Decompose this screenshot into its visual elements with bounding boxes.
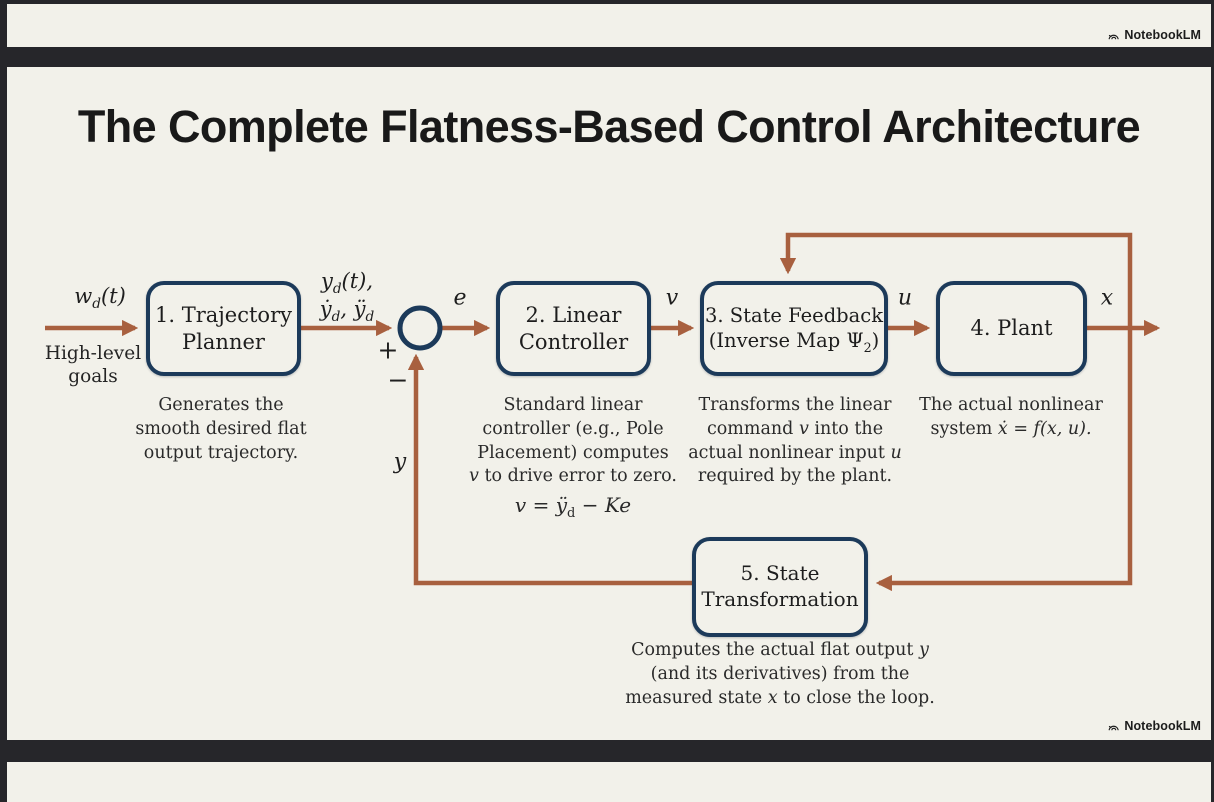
psi-subscript: 2 bbox=[863, 339, 872, 355]
block1-label-line2: Planner bbox=[182, 329, 265, 354]
block4-label: 4. Plant bbox=[970, 316, 1053, 341]
input-signal-label: wd(t) bbox=[74, 282, 126, 313]
input-caption-line2: goals bbox=[68, 365, 118, 387]
block5-label-line1: 5. State bbox=[740, 561, 820, 586]
x-signal-label: x bbox=[1100, 285, 1114, 311]
desc5-l1a: Computes the actual flat output bbox=[631, 640, 919, 660]
yd1-sub: d bbox=[332, 281, 342, 298]
wd-base: w bbox=[74, 284, 93, 308]
next-slide-fragment[interactable] bbox=[7, 762, 1211, 802]
block-state-transformation: 5. State Transformation bbox=[692, 537, 868, 637]
notebooklm-logo-icon bbox=[1108, 34, 1119, 39]
block2-label-line2: Controller bbox=[518, 329, 629, 354]
desc2-line1: Standard linear bbox=[503, 395, 643, 415]
desc-linear-controller: Standard linear controller (e.g., Pole P… bbox=[448, 394, 698, 522]
sum-plus-sign: + bbox=[377, 335, 399, 365]
desc3-u: u bbox=[890, 442, 902, 463]
desc4-line1: The actual nonlinear bbox=[919, 395, 1103, 415]
desc3-line4: required by the plant. bbox=[697, 466, 893, 487]
notebooklm-logo-icon bbox=[1108, 725, 1119, 730]
psi-symbol: Ψ bbox=[846, 328, 864, 352]
input-caption-line1: High-level bbox=[44, 343, 142, 364]
desc5-line2: (and its derivatives) from the bbox=[650, 663, 910, 684]
yd2-p1: ẏ bbox=[319, 297, 332, 322]
summing-junction bbox=[397, 305, 443, 351]
block3-l2-text: (Inverse Map bbox=[708, 328, 847, 352]
desc-state-transformation: Computes the actual flat output y (and i… bbox=[610, 639, 950, 710]
block-state-feedback: 3. State Feedback (Inverse Map Ψ2) bbox=[700, 281, 888, 376]
desc5-l3c: to close the loop. bbox=[777, 687, 935, 708]
formula-minus: − bbox=[575, 493, 605, 518]
desired-output-label: yd(t), ẏd, ÿd bbox=[320, 267, 375, 324]
controller-formula: v = ÿd − Ke bbox=[448, 492, 698, 522]
wd-args: (t) bbox=[100, 284, 126, 308]
error-signal-label: e bbox=[453, 285, 467, 311]
block-plant: 4. Plant bbox=[936, 281, 1087, 376]
notebooklm-watermark: NotebookLM bbox=[1107, 719, 1201, 733]
notebooklm-watermark: NotebookLM bbox=[1107, 28, 1201, 42]
desc3-line3: actual nonlinear input u bbox=[665, 442, 925, 466]
block3-label-line2: (Inverse Map Ψ2) bbox=[709, 329, 880, 354]
yd2-p2: ÿ bbox=[353, 297, 366, 322]
block-linear-controller: 2. Linear Controller bbox=[496, 281, 651, 376]
yd-line1: yd(t), bbox=[320, 267, 375, 298]
u-signal-label: u bbox=[897, 285, 913, 311]
desc3-v: v bbox=[798, 418, 809, 439]
y-feedback-label: y bbox=[393, 449, 407, 475]
sum-minus-sign: − bbox=[387, 365, 409, 395]
desc5-y: y bbox=[919, 640, 929, 660]
desc5-x: x bbox=[767, 687, 778, 708]
desc2-l4-rest: to drive error to zero. bbox=[478, 466, 677, 487]
current-slide[interactable]: The Complete Flatness-Based Control Arch… bbox=[7, 67, 1211, 740]
wd-sub: d bbox=[92, 296, 101, 313]
block3-l2-close: ) bbox=[871, 328, 880, 352]
yd2-s1: d bbox=[331, 309, 341, 326]
desc5-l3a: measured state bbox=[625, 687, 768, 708]
desc3-line1: Transforms the linear bbox=[698, 395, 892, 415]
desc2-line2: controller (e.g., Pole bbox=[482, 418, 664, 439]
desc-state-feedback: Transforms the linear command v into the… bbox=[665, 394, 925, 489]
desc2-line4: v to drive error to zero. bbox=[448, 465, 698, 489]
block2-label-line1: 2. Linear bbox=[525, 302, 622, 327]
formula-ke: Ke bbox=[604, 493, 632, 518]
block3-label-line1: 3. State Feedback bbox=[704, 303, 884, 327]
desc3-l2c: into the bbox=[808, 418, 884, 439]
desc3-line2: command v into the bbox=[665, 418, 925, 442]
watermark-label: NotebookLM bbox=[1124, 28, 1201, 42]
formula-v: v bbox=[514, 493, 527, 518]
desc1-line2: smooth desired flat bbox=[135, 418, 307, 439]
desc4-equation: ẋ = f(x, u). bbox=[997, 418, 1092, 439]
slide-title: The Complete Flatness-Based Control Arch… bbox=[77, 101, 1141, 152]
input-caption: High-level goals bbox=[45, 343, 141, 388]
yd1-rest: (t), bbox=[341, 269, 374, 293]
formula-eq: = bbox=[526, 493, 556, 518]
desc3-l3a: actual nonlinear input bbox=[688, 442, 891, 463]
yd-line2: ẏd, ÿd bbox=[319, 295, 375, 326]
desc4-line2: system ẋ = f(x, u). bbox=[886, 418, 1136, 442]
desc4-l2a: system bbox=[930, 418, 998, 439]
desc-plant: The actual nonlinear system ẋ = f(x, u). bbox=[886, 394, 1136, 442]
desc2-v: v bbox=[469, 466, 479, 487]
desc3-l2a: command bbox=[706, 418, 799, 439]
desc5-line1: Computes the actual flat output y bbox=[610, 639, 950, 663]
block-trajectory-planner: 1. Trajectory Planner bbox=[146, 281, 301, 376]
previous-slide-fragment[interactable]: NotebookLM bbox=[7, 4, 1211, 47]
v-signal-label: v bbox=[665, 285, 679, 311]
formula-sub-d: d bbox=[567, 506, 576, 522]
watermark-label: NotebookLM bbox=[1124, 719, 1201, 733]
desc5-line3: measured state x to close the loop. bbox=[610, 687, 950, 711]
yd2-comma: , bbox=[340, 297, 354, 322]
yd1-base: y bbox=[320, 269, 333, 293]
block5-label-line2: Transformation bbox=[701, 587, 859, 611]
block1-label-line1: 1. Trajectory bbox=[155, 302, 292, 327]
yd2-s2: d bbox=[365, 309, 375, 326]
desc2-line3: Placement) computes bbox=[477, 442, 669, 463]
desc1-line1: Generates the bbox=[158, 395, 284, 415]
formula-ydd: ÿ bbox=[555, 493, 568, 518]
desc-trajectory-planner: Generates the smooth desired flat output… bbox=[101, 394, 341, 465]
desc1-line3: output trajectory. bbox=[143, 442, 299, 463]
